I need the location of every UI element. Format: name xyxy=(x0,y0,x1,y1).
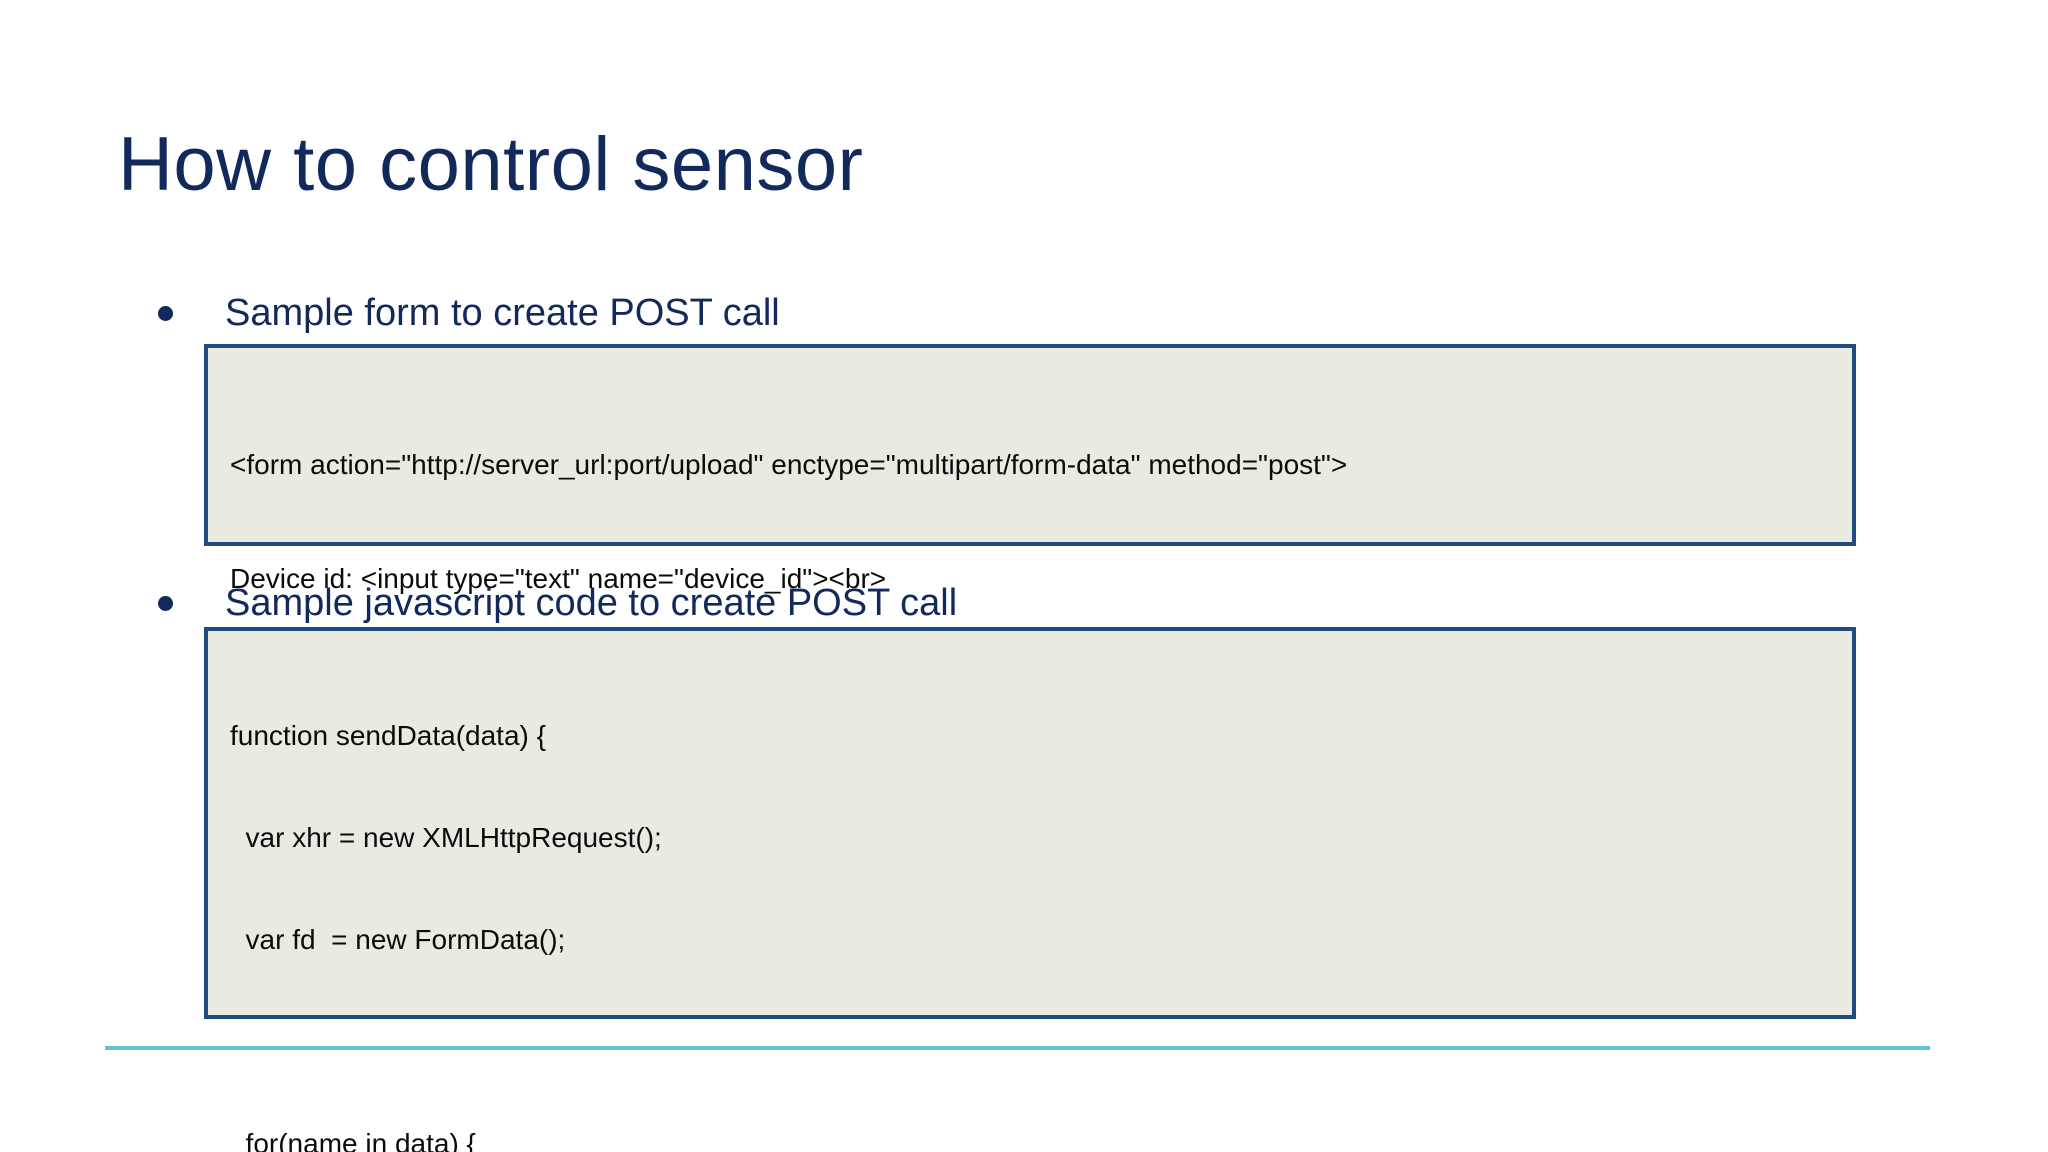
code-block-javascript-content: function sendData(data) { var xhr = new … xyxy=(230,651,1842,1152)
code-line: var fd = new FormData(); xyxy=(230,924,566,955)
footer: FIWARE FIWARE Lab xyxy=(0,1070,2048,1150)
bullet-dot-icon xyxy=(158,595,173,611)
bullet-dot-icon xyxy=(158,305,173,321)
code-line: Device id: <input type="text" name="devi… xyxy=(230,563,887,594)
code-block-javascript: function sendData(data) { var xhr = new … xyxy=(204,627,1856,1152)
code-line: var xhr = new XMLHttpRequest(); xyxy=(230,822,662,853)
code-line xyxy=(230,1025,1842,1059)
page-title: How to control sensor xyxy=(118,122,864,207)
code-block-html-form: <form action="http://server_url:port/upl… xyxy=(204,344,1856,822)
code-line: function sendData(data) { xyxy=(230,720,546,751)
code-line: for(name in data) { xyxy=(230,1128,476,1152)
code-line: <form action="http://server_url:port/upl… xyxy=(230,449,1348,480)
bullet-label-1: Sample form to create POST call xyxy=(225,292,780,334)
bullet-item-1: Sample form to create POST call xyxy=(158,290,780,336)
bullet-item-2: Sample javascript code to create POST ca… xyxy=(158,580,957,626)
bullet-label-2: Sample javascript code to create POST ca… xyxy=(225,582,958,624)
footer-divider xyxy=(105,1046,1930,1050)
